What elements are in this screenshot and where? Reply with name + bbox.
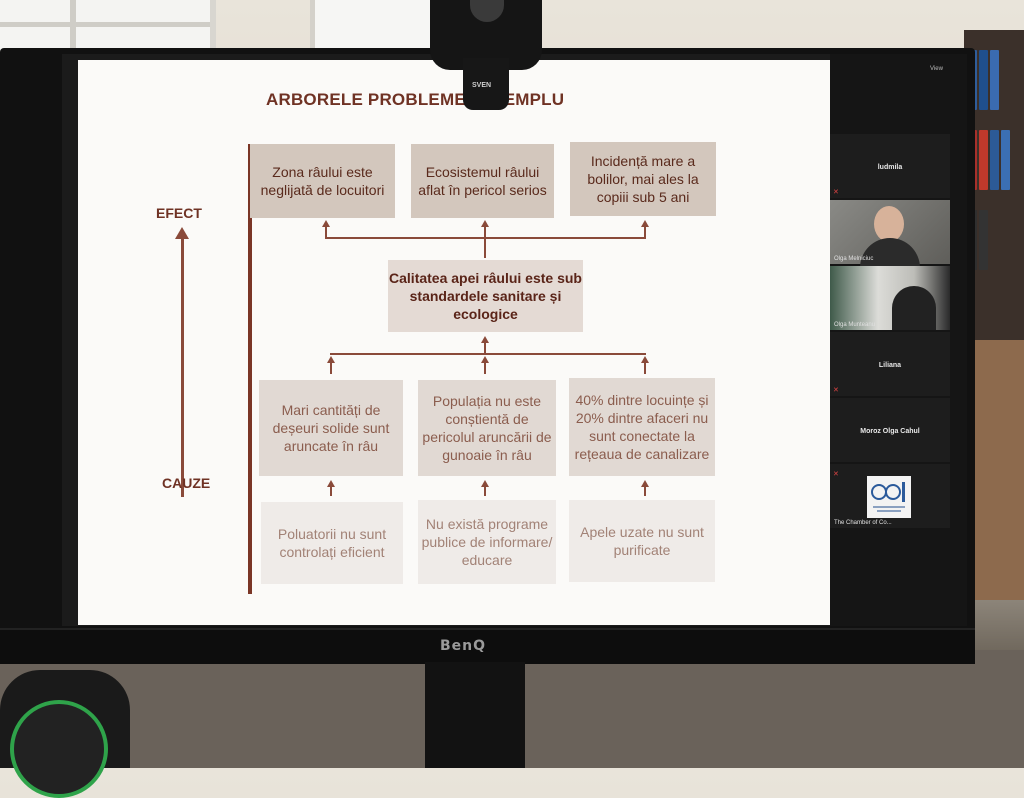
effect-label: EFECT bbox=[156, 205, 202, 221]
muted-mic-icon: ✕ bbox=[833, 471, 839, 478]
presentation-slide: ARBORELE PROBLEMEI. EXEMPLU EFECT CAUZE … bbox=[78, 60, 838, 625]
muted-mic-icon: ✕ bbox=[833, 387, 839, 394]
participant-tile-3[interactable]: Olga Munteanu bbox=[830, 266, 950, 330]
participant-tile-1[interactable]: ludmila ✕ bbox=[830, 134, 950, 198]
central-problem-box: Calitatea apei râului este sub standarde… bbox=[388, 260, 583, 332]
monitor-stand bbox=[425, 662, 525, 768]
divider-line bbox=[248, 144, 252, 594]
cause-label: CAUZE bbox=[162, 475, 211, 491]
cause-box-2: Populația nu este conștientă de pericolu… bbox=[418, 380, 556, 476]
cause-effect-arrow bbox=[175, 227, 189, 497]
participant-tile-2[interactable]: Olga Melniciuc bbox=[830, 200, 950, 268]
root-cause-box-3: Apele uzate nu sunt purificate bbox=[569, 500, 715, 582]
muted-mic-icon: ✕ bbox=[833, 189, 839, 196]
cause-connector bbox=[330, 353, 646, 355]
background-window-2 bbox=[310, 0, 435, 55]
webcam-brand: SVEN bbox=[472, 82, 492, 89]
monitor-brand: BenQ bbox=[440, 638, 487, 654]
cause-box-3: 40% dintre locuințe și 20% dintre afacer… bbox=[569, 378, 715, 476]
screen: ARBORELE PROBLEMEI. EXEMPLU EFECT CAUZE … bbox=[62, 54, 967, 626]
speaker bbox=[0, 670, 130, 798]
effect-box-2: Ecosistemul râului aflat în pericol seri… bbox=[411, 144, 554, 218]
root-cause-box-2: Nu există programe publice de informare/… bbox=[418, 500, 556, 584]
webcam: SVEN bbox=[430, 0, 542, 110]
monitor-bezel bbox=[0, 628, 975, 664]
view-button[interactable]: View bbox=[930, 66, 943, 72]
wooden-table bbox=[969, 340, 1024, 600]
slide-title: ARBORELE PROBLEMEI. EXEMPLU bbox=[266, 90, 565, 109]
participant-tile-5[interactable]: Moroz Olga Cahul bbox=[830, 398, 950, 462]
organization-logo-icon bbox=[867, 476, 911, 518]
effect-box-3: Incidență mare a bolilor, mai ales la co… bbox=[570, 142, 716, 216]
participant-face bbox=[874, 206, 904, 242]
root-cause-box-1: Poluatorii nu sunt controlați eficient bbox=[261, 502, 403, 584]
cause-box-1: Mari cantități de deșeuri solide sunt ar… bbox=[259, 380, 403, 476]
participant-tile-4[interactable]: Liliana ✕ bbox=[830, 332, 950, 396]
monitor: ARBORELE PROBLEMEI. EXEMPLU EFECT CAUZE … bbox=[0, 48, 975, 664]
effect-box-1: Zona râului este neglijată de locuitori bbox=[250, 144, 395, 218]
webcam-lens-icon bbox=[470, 0, 504, 22]
participants-panel: View ludmila ✕ Olga Melniciuc Olga Munte… bbox=[830, 54, 967, 626]
participant-tile-6[interactable]: ✕ The Chamber of Co... bbox=[830, 464, 950, 528]
